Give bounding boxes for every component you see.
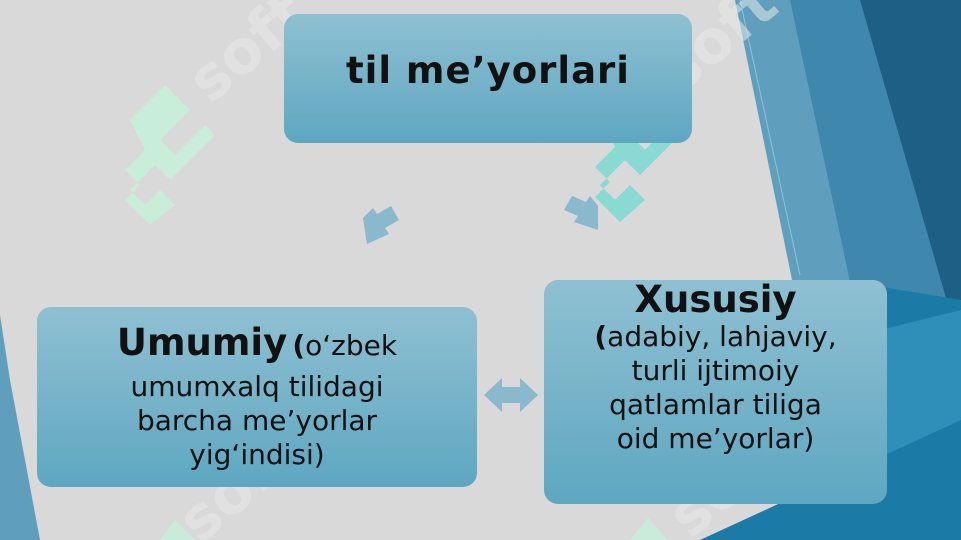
left-node-first-line: Umumiy (o‘zbek — [116, 320, 398, 370]
right-node-heading: Xususiy — [634, 278, 797, 321]
top-node-title: til me’yorlari — [345, 49, 630, 92]
top-node: til me’yorlari — [284, 14, 692, 143]
background-panel-dark — [860, 0, 961, 350]
watermark-logo-icon — [160, 518, 668, 540]
watermark-logo-icon — [125, 85, 215, 225]
left-node-first-line-text: o‘zbek — [305, 328, 398, 362]
top-to-right-arrow-icon — [564, 196, 598, 230]
right-node-first-line-text: adabiy, lahjaviy, — [607, 320, 837, 353]
left-node: Umumiy (o‘zbek umumxalq tilidagi barcha … — [37, 307, 477, 487]
right-node-line: turli ijtimoiy — [631, 354, 800, 387]
right-node: Xususiy (adabiy, lahjaviy, turli ijtimoi… — [544, 280, 887, 504]
left-node-heading: Umumiy — [116, 320, 288, 364]
left-node-line: umumxalq tilidagi — [130, 369, 384, 403]
right-node-first-line: (adabiy, lahjaviy, — [594, 320, 836, 354]
right-node-open-paren: ( — [594, 320, 608, 353]
left-node-line: yig‘indisi) — [189, 437, 325, 471]
left-node-open-paren: ( — [292, 328, 306, 362]
background-line — [739, 0, 801, 276]
background-panel-left — [0, 315, 40, 540]
right-node-line: qatlamlar tiliga — [609, 388, 822, 421]
right-node-line: oid me’yorlar) — [616, 422, 815, 455]
top-to-left-arrow-icon — [363, 206, 399, 244]
left-right-bidirectional-arrow-icon — [484, 378, 538, 412]
left-node-line: barcha me’yorlar — [136, 403, 378, 437]
